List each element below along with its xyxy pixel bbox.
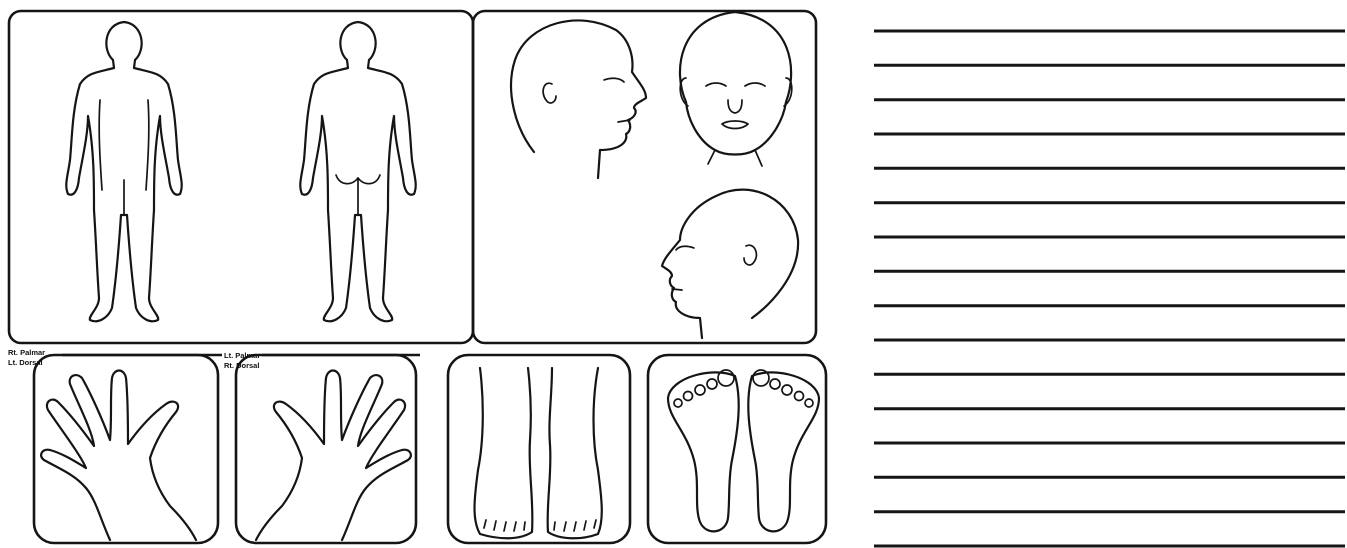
head-right-profile	[511, 20, 646, 178]
feet-top-drawing	[475, 368, 602, 538]
hand-label-left-line1: Rt. Palmar	[8, 348, 45, 357]
hand-right-drawing	[256, 371, 411, 541]
hand-label-right-line2: Rt. Dorsal	[224, 361, 259, 370]
feet-soles-drawing	[668, 370, 819, 531]
notes-lined-area	[874, 31, 1345, 546]
body-front-view	[66, 22, 181, 321]
hand-label-right-line1: Lt. Palmar	[224, 351, 260, 360]
head-front-face	[680, 12, 792, 166]
hand-label-left-line2: Lt. Dorsal	[8, 358, 43, 367]
hand-left-drawing	[41, 371, 196, 541]
head-left-profile	[662, 190, 798, 338]
body-back-view	[300, 22, 415, 321]
head-panel-frame	[473, 11, 816, 343]
